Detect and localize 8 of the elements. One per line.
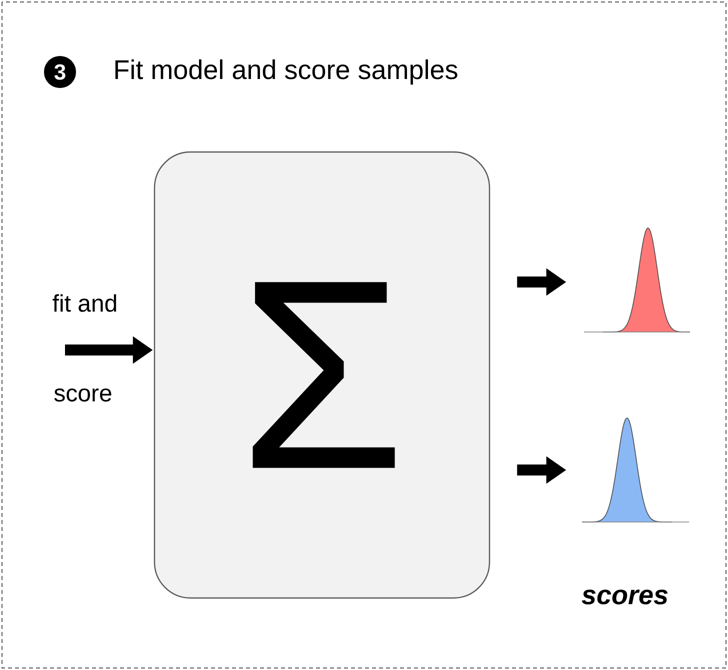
distribution-curve-drawing — [584, 228, 690, 332]
input-label: fit and — [52, 294, 116, 312]
distribution-curve-drawing — [582, 418, 690, 522]
input-label: score — [54, 388, 112, 402]
callout-number: 3 — [44, 56, 76, 88]
sigma-box: Σ — [154, 151, 490, 599]
title: Fit model and score samples — [115, 59, 458, 85]
output-label: scores — [582, 590, 668, 604]
